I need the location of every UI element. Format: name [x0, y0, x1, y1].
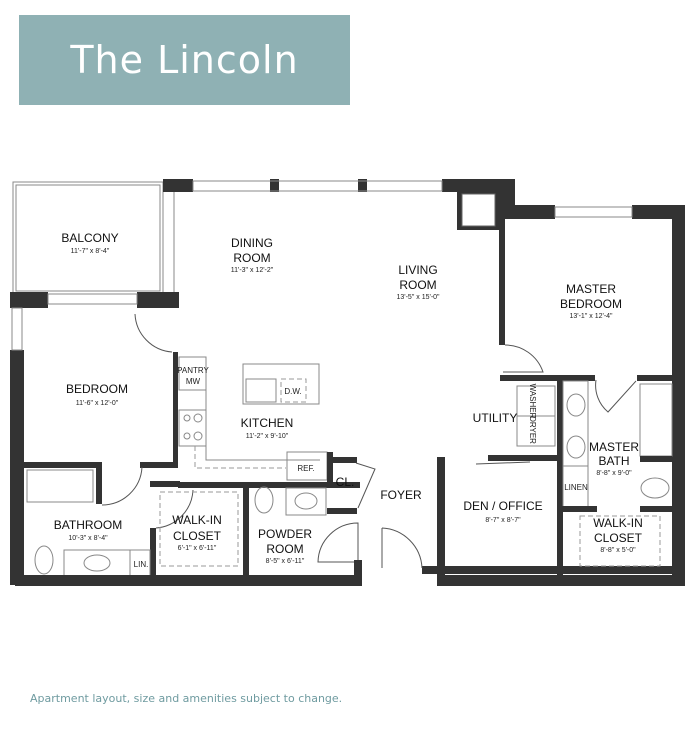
- sink: [285, 487, 327, 516]
- room-label-powder: POWDER: [258, 527, 312, 541]
- wall: [270, 179, 279, 192]
- refrigerator-label: REF.: [297, 464, 314, 473]
- room-dim-bathroom: 10'-3" x 8'-4": [68, 535, 108, 542]
- room-dim-bedroom: 11'-6" x 12'-0": [76, 400, 119, 407]
- room-label-master-bath: MASTER: [589, 440, 639, 454]
- wall: [672, 205, 685, 585]
- toilet: [640, 477, 670, 499]
- room-label-dining-2: ROOM: [233, 251, 270, 265]
- toilet: [254, 486, 274, 514]
- room-dim-powder: 8'-5" x 6'-11": [266, 558, 305, 565]
- room-label-closet-2: CLOSET: [173, 529, 222, 543]
- room-label-kitchen: KITCHEN: [241, 416, 294, 430]
- wall: [163, 179, 193, 192]
- wall: [437, 457, 445, 575]
- room-dim-master-bath: 8'-8" x 9'-0": [596, 470, 632, 477]
- vanity: [63, 549, 131, 577]
- room-label-dining: DINING: [231, 236, 273, 250]
- door-swing: [101, 466, 143, 506]
- balcony-railing-inner: [15, 184, 161, 292]
- linen-label: LINEN: [564, 483, 588, 492]
- room-dim-living: 13'-5" x 15'-0": [396, 294, 440, 301]
- wall: [24, 462, 102, 468]
- window: [554, 206, 633, 218]
- dryer: [516, 415, 556, 447]
- microwave-label: MW: [186, 377, 201, 386]
- door-swing: [503, 344, 544, 373]
- room-dim-master-bedroom: 13'-1" x 12'-4": [569, 313, 613, 320]
- kitchen-island: [242, 363, 320, 405]
- room-label-bedroom: BEDROOM: [66, 382, 128, 396]
- wall: [437, 575, 685, 586]
- room-label-master-bedroom: MASTER: [566, 282, 616, 296]
- room-label-foyer: FOYER: [380, 488, 422, 502]
- wall: [358, 179, 367, 192]
- toilet: [34, 545, 54, 575]
- room-label-den: DEN / OFFICE: [463, 499, 542, 513]
- dishwasher-label: D.W.: [284, 387, 301, 396]
- wall: [96, 462, 102, 504]
- room-label-master-closet-2: CLOSET: [594, 531, 643, 545]
- plan-title: The Lincoln: [70, 38, 299, 82]
- disclaimer: Apartment layout, size and amenities sub…: [30, 692, 343, 705]
- room-label-balcony: BALCONY: [61, 231, 118, 245]
- wall: [10, 292, 48, 308]
- wall: [140, 462, 178, 468]
- wall: [632, 205, 685, 219]
- room-dim-master-closet: 8'-8" x 5'-0": [600, 547, 636, 554]
- wall: [15, 575, 360, 586]
- pantry-label: PANTRY: [177, 366, 209, 375]
- closet-label: CL.: [336, 475, 355, 489]
- shower: [639, 383, 673, 457]
- wall: [137, 292, 179, 308]
- bathtub: [26, 469, 94, 503]
- room-label-master-bath-2: BATH: [598, 454, 629, 468]
- wall: [499, 215, 505, 345]
- window: [192, 180, 443, 192]
- wall: [243, 488, 249, 580]
- wall: [173, 352, 178, 462]
- room-dim-kitchen: 11'-2" x 9'-10": [246, 433, 289, 440]
- room-dim-balcony: 11'-7" x 8'-4": [71, 248, 110, 255]
- room-label-master-bedroom-2: BEDROOM: [560, 297, 622, 311]
- title-banner: The Lincoln: [19, 15, 350, 105]
- wall: [10, 350, 24, 585]
- dryer-label: DRYER: [528, 416, 537, 444]
- room-label-living: LIVING: [398, 263, 437, 277]
- room-label-bathroom: BATHROOM: [54, 518, 122, 532]
- wall: [500, 205, 555, 219]
- window: [47, 293, 138, 305]
- room-label-master-closet: WALK-IN: [593, 516, 643, 530]
- wall: [500, 192, 515, 205]
- range: [178, 409, 207, 447]
- room-dim-den: 8'-7" x 8'-7": [485, 517, 521, 524]
- room-dim-closet: 6'-1" x 6'-11": [178, 545, 217, 552]
- wall: [557, 378, 563, 575]
- room-dim-dining: 11'-3" x 12'-2": [231, 267, 274, 274]
- room-label-closet: WALK-IN: [172, 513, 222, 527]
- wall: [178, 482, 360, 488]
- sink: [245, 378, 277, 403]
- linen-label: LIN.: [134, 560, 149, 569]
- room-label-powder-2: ROOM: [266, 542, 303, 556]
- door-swing: [134, 313, 173, 353]
- washer-label: WASHER: [528, 384, 537, 419]
- wall: [442, 179, 515, 192]
- room-label-living-2: ROOM: [399, 278, 436, 292]
- room-label-utility: UTILITY: [473, 411, 518, 425]
